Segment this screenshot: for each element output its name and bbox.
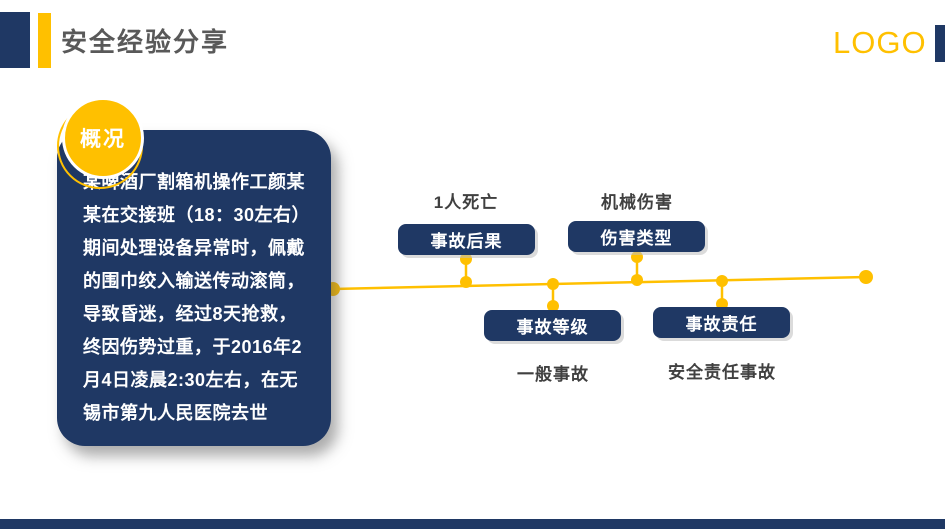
timeline-value-injury-type: 机械伤害 xyxy=(601,193,673,212)
page-title: 安全经验分享 xyxy=(61,27,230,57)
logo-text: LOGO xyxy=(833,25,927,60)
timeline-pill-grade: 事故等级 xyxy=(484,310,621,341)
timeline-value-casualty: 1人死亡 xyxy=(433,193,499,212)
overview-badge: 概况 xyxy=(62,97,144,179)
header-accent-square xyxy=(0,12,30,68)
timeline-pill-injury-type: 伤害类型 xyxy=(568,221,705,252)
header-right-bar xyxy=(935,25,945,62)
timeline-pill-consequence: 事故后果 xyxy=(398,224,535,255)
timeline-value-grade: 一般事故 xyxy=(517,365,589,384)
footer-accent-bar xyxy=(0,519,945,529)
overview-text: 某啤酒厂割箱机操作工颜某某在交接班（18：30左右）期间处理设备异常时，佩戴的围… xyxy=(83,172,305,423)
timeline-value-responsibility: 安全责任事故 xyxy=(668,363,776,382)
timeline-pill-responsibility: 事故责任 xyxy=(653,307,790,338)
header-accent-bar xyxy=(38,13,51,68)
